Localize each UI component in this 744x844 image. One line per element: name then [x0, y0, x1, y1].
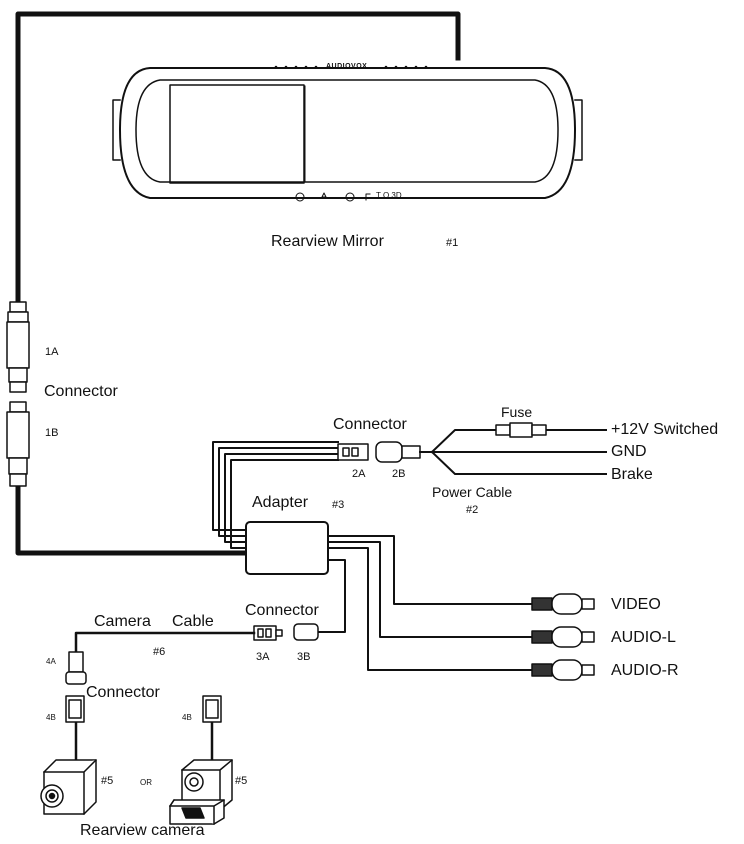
connector-3: [253, 623, 319, 641]
camera-left-number: #5: [101, 775, 114, 787]
rca-plug-video: [531, 593, 595, 615]
connector-4: [65, 651, 222, 723]
rca-plug-audio-l: [531, 626, 595, 648]
connector-4b-label: 4B: [46, 713, 56, 722]
adapter-power-bundle: [212, 441, 339, 549]
connector-2a-label: 2A: [352, 468, 366, 480]
camera-cable-number: #6: [153, 646, 166, 658]
adapter-label: Adapter: [252, 494, 309, 511]
connector-4a-label: 4A: [46, 657, 56, 666]
av-output-audio-r-label: AUDIO-R: [611, 662, 679, 679]
rearview-camera-label: Rearview camera: [80, 822, 205, 839]
rearview-camera-left: [40, 758, 98, 815]
rearview-camera-right: [168, 758, 234, 825]
adapter-box: [245, 521, 329, 575]
connector-2b-label: 2B: [392, 468, 406, 480]
mirror-brand-logo: AUDIOVOX: [326, 63, 368, 70]
power-cable-number: #2: [466, 504, 479, 516]
av-output-audio-l-label: AUDIO-L: [611, 629, 676, 646]
mirror-number: #1: [446, 237, 459, 249]
camera-cable-label-cable: Cable: [172, 613, 214, 630]
rca-plug-audio-r: [531, 659, 595, 681]
camera-cable-label-camera: Camera: [94, 613, 151, 630]
connector-2-label: Connector: [333, 416, 407, 433]
camera-cable: [74, 631, 256, 762]
connector-1-label: Connector: [44, 383, 118, 400]
rearview-mirror: [112, 65, 583, 202]
power-output-gnd-label: GND: [611, 443, 647, 460]
power-cable-label: Power Cable: [432, 484, 513, 500]
mirror-cable: [15, 11, 461, 305]
connector-2: [337, 441, 421, 463]
av-output-video-label: VIDEO: [611, 596, 661, 613]
adapter-number: #3: [332, 499, 345, 511]
camera-or-label: OR: [140, 778, 152, 787]
connector-4b-right-label: 4B: [182, 713, 192, 722]
mirror-button-label: T O 3D: [376, 191, 402, 200]
rearview-mirror-label: Rearview Mirror: [271, 233, 384, 250]
power-output-brake-label: Brake: [611, 466, 653, 483]
connector-1: [6, 301, 30, 487]
connector-3a-label: 3A: [256, 651, 270, 663]
mirror-cable-lower: [15, 483, 249, 556]
av-bundle: [317, 535, 533, 671]
power-output-12v-label: +12V Switched: [611, 421, 719, 438]
connector-3b-label: 3B: [297, 651, 311, 663]
camera-right-number: #5: [235, 775, 248, 787]
connector-1b-label: 1B: [45, 427, 59, 439]
fuse-label: Fuse: [501, 404, 533, 420]
connector-1a-label: 1A: [45, 346, 59, 358]
fuse: [495, 422, 547, 438]
connector-3-label: Connector: [245, 602, 319, 619]
connector-4-label: Connector: [86, 684, 160, 701]
power-cable: [419, 429, 607, 475]
